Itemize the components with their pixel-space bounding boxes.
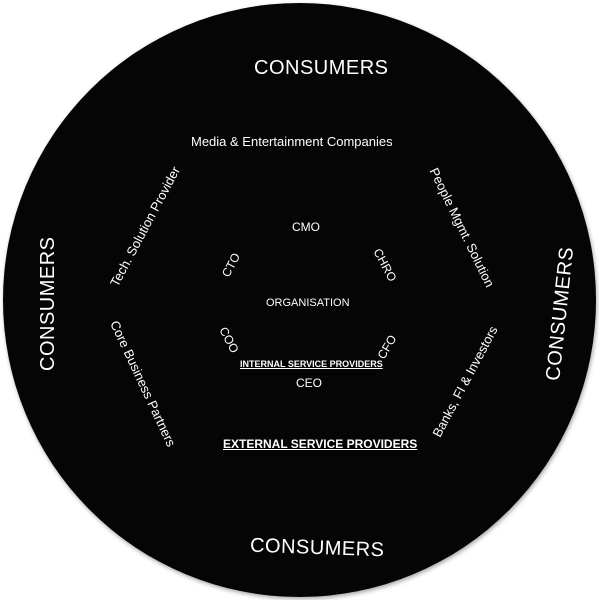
- consumers-circle: [3, 3, 596, 597]
- ceo-label: CEO: [296, 376, 323, 390]
- consumers-label-top: CONSUMERS: [254, 57, 389, 79]
- internal-service-providers-title: INTERNAL SERVICE PROVIDERS: [240, 359, 383, 369]
- consumers-label-bottom: CONSUMERS: [249, 534, 385, 562]
- external-service-providers-title: EXTERNAL SERVICE PROVIDERS: [223, 437, 418, 451]
- consumers-label-left: CONSUMERS: [37, 236, 59, 371]
- organisation-label: ORGANISATION: [266, 297, 350, 309]
- cmo-label: CMO: [292, 220, 320, 234]
- media-entertainment-label: Media & Entertainment Companies: [191, 134, 393, 149]
